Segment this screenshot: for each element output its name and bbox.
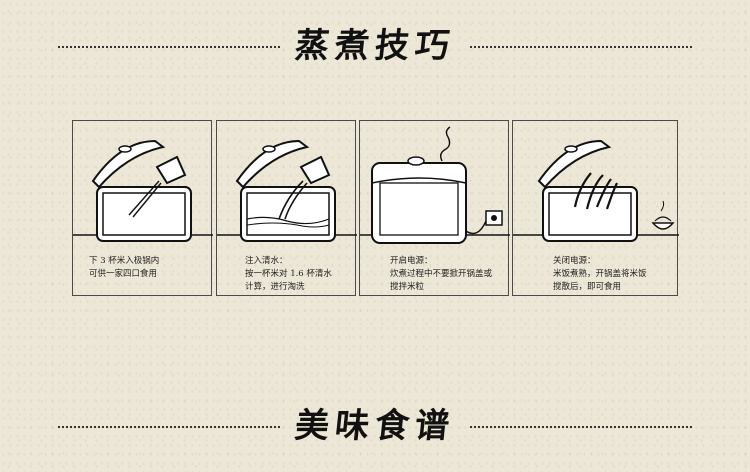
step-caption: 关闭电源： 米饭煮熟，开锅盖将米饭 搅散后，即可食用 [553, 256, 647, 292]
dotted-divider-left [58, 426, 280, 428]
pot-with-cup-illustration [73, 139, 213, 242]
cup-icon [155, 155, 187, 185]
cooked-rice-illustration [513, 139, 679, 242]
section-header-cooking-tips: 蒸煮技巧 [0, 26, 750, 66]
step-panel-add-rice: 下 3 杯米入极锅内 可供一家四口食用 [72, 120, 213, 296]
dotted-divider-left [58, 46, 280, 48]
chopsticks-icon [573, 172, 618, 210]
power-plug-icon [465, 210, 503, 235]
step-panel-add-water: 注入清水： 按一杯米对 1.6 杯清水 计算，进行淘洗 [216, 120, 357, 296]
step-panel-power-off: 关闭电源： 米饭煮熟，开锅盖将米饭 搅散后，即可食用 [512, 120, 679, 296]
section-header-recipes: 美味食谱 [0, 406, 750, 446]
rice-bowl-icon [651, 200, 675, 230]
cooking-pot-icon [91, 139, 192, 242]
pot-with-water-illustration [217, 139, 357, 242]
dotted-divider-right [470, 46, 692, 48]
step-caption: 开启电源： 炊煮过程中不要掀开锅盖或 搅拌米粒 [390, 256, 493, 292]
cooking-pot-icon [235, 139, 336, 242]
cooking-pot-icon [537, 139, 638, 242]
step-caption: 下 3 杯米入极锅内 可供一家四口食用 [89, 256, 160, 279]
cup-icon [299, 155, 331, 185]
water-pour-icon [278, 180, 308, 220]
rice-cooker-illustration [360, 126, 510, 244]
step-caption: 注入清水： 按一杯米对 1.6 杯清水 计算，进行淘洗 [245, 256, 332, 292]
dotted-divider-right [470, 426, 692, 428]
rice-cooker-icon [371, 156, 467, 244]
steam-icon [439, 126, 451, 162]
step-panel-power-on: 开启电源： 炊煮过程中不要掀开锅盖或 搅拌米粒 [359, 120, 510, 296]
rice-grains-icon [128, 180, 162, 218]
